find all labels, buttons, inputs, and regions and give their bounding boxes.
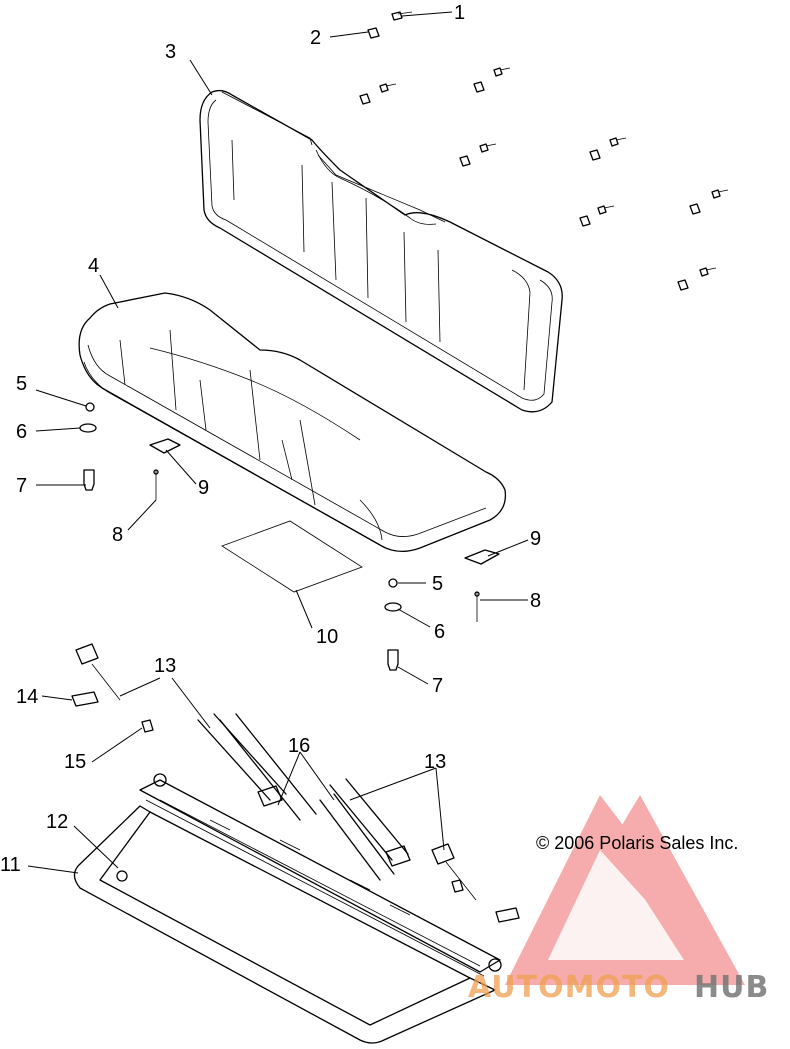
callout-6-left: 6 — [16, 421, 27, 443]
left-hardware — [79, 402, 181, 500]
callout-14: 14 — [16, 686, 38, 708]
copyright-notice: © 2006 Polaris Sales Inc. — [536, 833, 738, 853]
callout-5-left: 5 — [16, 373, 27, 395]
callout-9-left: 9 — [198, 477, 209, 499]
callout-13-right: 13 — [424, 751, 446, 773]
callout-12: 12 — [46, 811, 68, 833]
fastener-set — [359, 11, 729, 291]
callout-6-right: 6 — [434, 621, 445, 643]
callout-7-right: 7 — [432, 675, 443, 697]
watermark-text-hub: HUB — [694, 970, 769, 1005]
callout-8-left: 8 — [112, 524, 123, 546]
watermark-logo-icon — [505, 795, 745, 985]
seat-back — [199, 89, 563, 413]
callout-labels: 1 2 3 4 5 6 7 8 9 9 5 8 10 6 7 13 14 15 … — [0, 2, 541, 876]
leader-lines — [27, 11, 529, 874]
watermark-text-automoto: AUTOMOTO — [468, 970, 670, 1005]
callout-9-right: 9 — [530, 528, 541, 550]
callout-1: 1 — [454, 2, 465, 24]
seat-belts — [71, 643, 520, 923]
callout-11: 11 — [0, 854, 21, 876]
callout-13-left: 13 — [154, 655, 176, 677]
callout-10: 10 — [316, 626, 338, 648]
callout-8-right: 8 — [530, 590, 541, 612]
callout-7-left: 7 — [16, 475, 27, 497]
seat-frame — [73, 773, 502, 1044]
callout-2: 2 — [310, 27, 321, 49]
callout-15: 15 — [64, 751, 86, 773]
callout-3: 3 — [165, 41, 176, 63]
callout-5-right: 5 — [432, 573, 443, 595]
seat-bottom — [78, 292, 507, 552]
callout-16: 16 — [288, 735, 310, 757]
watermark-text: AUTOMOTO HUB — [468, 970, 769, 1005]
right-hardware — [384, 549, 500, 671]
callout-4: 4 — [88, 255, 99, 277]
seat-pad — [221, 520, 363, 593]
